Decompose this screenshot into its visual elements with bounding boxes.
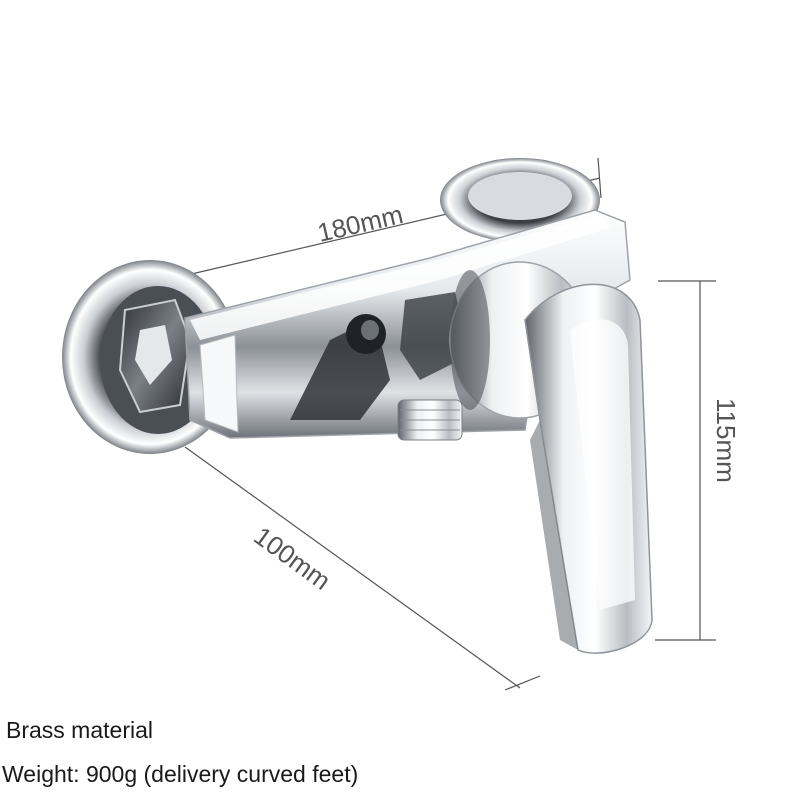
caption-material: Brass material xyxy=(6,717,153,743)
caption-weight: Weight: 900g (delivery curved feet) xyxy=(2,761,359,787)
dimension-label-length: 180mm xyxy=(315,199,406,248)
dimension-label-height: 115mm xyxy=(711,398,741,483)
outlet-nipple xyxy=(397,399,463,441)
lever-handle xyxy=(524,283,653,654)
dimension-label-depth: 100mm xyxy=(248,521,336,596)
